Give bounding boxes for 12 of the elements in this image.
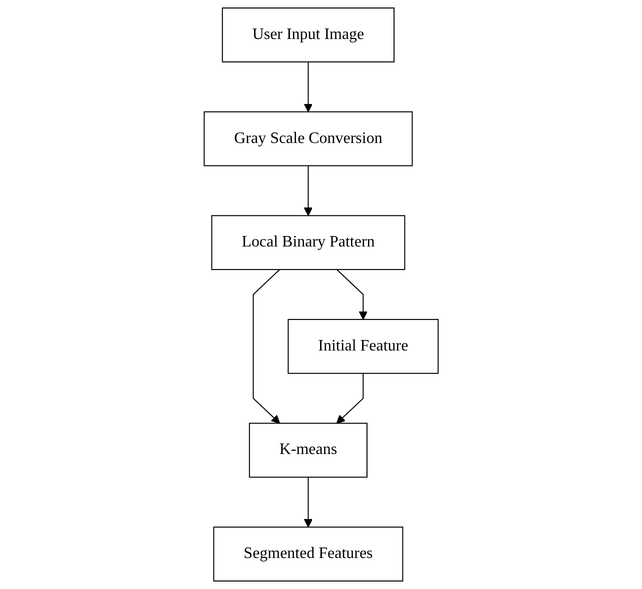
arrow [336, 372, 364, 424]
arrow [304, 165, 312, 216]
node-box: K-means [248, 422, 368, 478]
node-box: User Input Image [222, 7, 394, 62]
arrow [252, 269, 280, 424]
node-box: Gray Scale Conversion [204, 111, 413, 166]
arrow [336, 269, 368, 320]
node-box: Local Binary Pattern [211, 215, 406, 270]
arrow [304, 61, 312, 112]
node-box: Initial Feature [288, 318, 438, 374]
arrow [304, 476, 312, 528]
node-box: Segmented Features [213, 526, 404, 582]
